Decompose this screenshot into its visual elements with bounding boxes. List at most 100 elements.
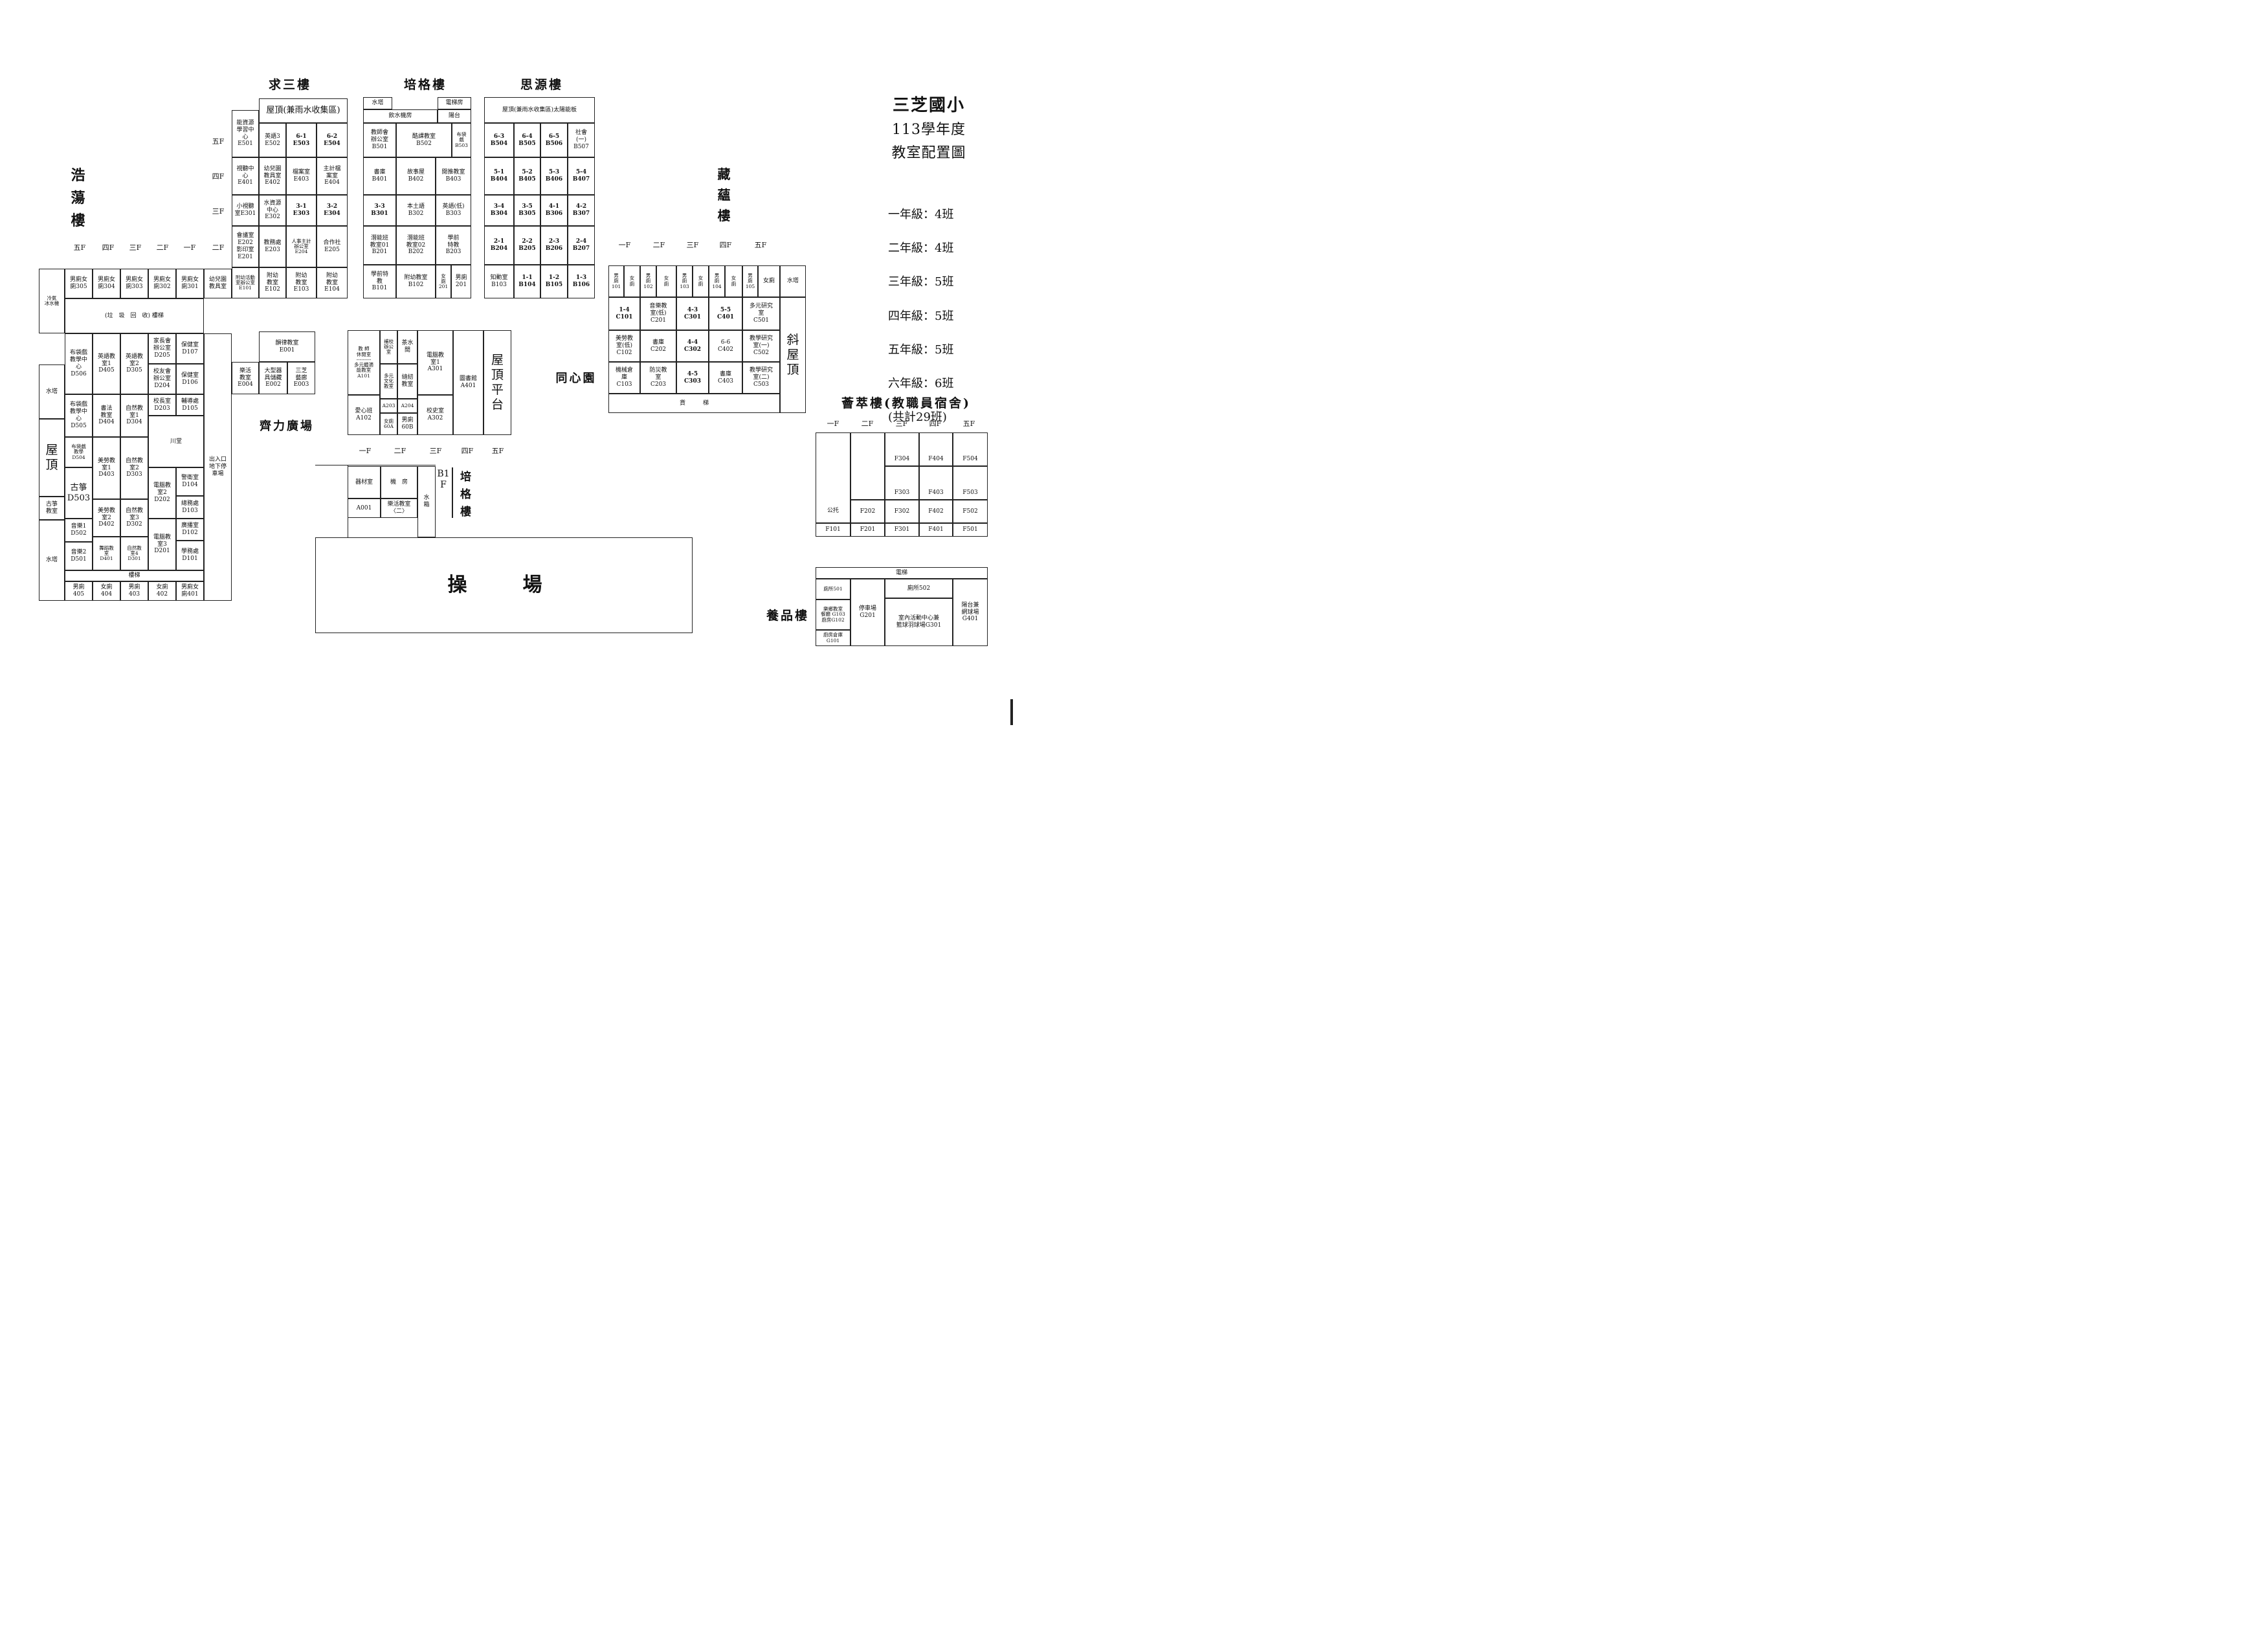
room-f504[interactable]: F504 <box>953 432 988 466</box>
room-d204[interactable]: 校友會 辦公室 D204 <box>148 364 176 394</box>
room-c101[interactable]: 1-4 C101 <box>608 297 640 330</box>
room-c302[interactable]: 4-4 C302 <box>676 330 709 362</box>
room-c203[interactable]: 防災教 室 C203 <box>640 362 676 394</box>
leisure-classroom-2[interactable]: 樂活教室 〈二〉 <box>381 499 417 518</box>
room-c201[interactable]: 音樂教 室(低) C201 <box>640 297 676 330</box>
room-b401[interactable]: 書庫 B401 <box>363 157 396 195</box>
room-d504[interactable]: 布袋戲 教學 D504 <box>65 437 93 467</box>
room-b204[interactable]: 2-1 B204 <box>484 226 514 265</box>
room-c102[interactable]: 美勞教 室(低) C102 <box>608 330 640 362</box>
room-b206[interactable]: 2-3 B206 <box>540 226 568 265</box>
room-e102[interactable]: 附幼 教室 E102 <box>259 267 286 298</box>
multicultural-room[interactable]: 多元 文化 教室 <box>380 364 397 399</box>
room-b404[interactable]: 5-1 B404 <box>484 157 514 195</box>
room-b501[interactable]: 教師會 辦公室 B501 <box>363 123 396 157</box>
room-b502[interactable]: 酷課教室 B502 <box>396 123 452 157</box>
night-school-office[interactable]: 補校 辦公 室 <box>380 330 397 364</box>
room-d104[interactable]: 警衛室 D104 <box>176 467 204 496</box>
room-c503[interactable]: 教學研究 室(二) C503 <box>742 362 780 394</box>
room-b302[interactable]: 本土語 B302 <box>396 195 436 226</box>
room-b307[interactable]: 4-2 B307 <box>568 195 595 226</box>
room-f503[interactable]: F503 <box>953 466 988 500</box>
room-e504[interactable]: 6-2 E504 <box>317 123 348 157</box>
room-e303[interactable]: 3-1 E303 <box>286 195 317 226</box>
room-d403[interactable]: 美勞教 室1 D403 <box>93 437 120 499</box>
equipment-room[interactable]: 器材室 <box>348 466 381 499</box>
room-e001[interactable]: 韻律教室 E001 <box>259 331 315 362</box>
parking-g201[interactable]: 停車場 G201 <box>850 579 885 646</box>
room-d101[interactable]: 學務處 D101 <box>176 541 204 570</box>
room-a204[interactable]: A204 <box>397 399 417 413</box>
room-b405[interactable]: 5-2 B405 <box>514 157 540 195</box>
room-c501[interactable]: 多元研究 室 C501 <box>742 297 780 330</box>
room-b205[interactable]: 2-2 B205 <box>514 226 540 265</box>
room-b306[interactable]: 4-1 B306 <box>540 195 568 226</box>
room-f302[interactable]: F302 <box>885 500 919 523</box>
public-daycare[interactable]: 公托 <box>816 432 850 523</box>
room-b101[interactable]: 學前特 教 B101 <box>363 265 396 298</box>
room-f201[interactable]: F201 <box>850 523 885 537</box>
room-e501[interactable]: 能資源 學習中 心 E501 <box>232 110 259 157</box>
room-e301[interactable]: 小視聽 室E301 <box>232 195 259 226</box>
room-c502[interactable]: 教學研究 室(一) C502 <box>742 330 780 362</box>
room-e101[interactable]: 附幼活動 室辦公室 E101 <box>232 267 259 298</box>
activity-center-g301[interactable]: 室內活動中心兼 籃球羽球場G301 <box>885 598 953 646</box>
room-a401[interactable]: 圖書館 A401 <box>453 330 484 435</box>
room-e502[interactable]: 英語3 E502 <box>259 123 286 157</box>
room-b305[interactable]: 3-5 B305 <box>514 195 540 226</box>
room-e204[interactable]: 人事主計 辦公室 E204 <box>286 226 317 267</box>
room-f404[interactable]: F404 <box>919 432 953 466</box>
room-c103[interactable]: 機械倉 庫 C103 <box>608 362 640 394</box>
room-a102[interactable]: 愛心班 A102 <box>348 395 380 435</box>
room-b304[interactable]: 3-4 B304 <box>484 195 514 226</box>
room-c402[interactable]: 6-6 C402 <box>709 330 742 362</box>
room-d303[interactable]: 自然教 室2 D303 <box>120 437 148 499</box>
room-b105[interactable]: 1-2 B105 <box>540 265 568 298</box>
room-d304[interactable]: 自然教 室1 D304 <box>120 394 148 437</box>
room-c301[interactable]: 4-3 C301 <box>676 297 709 330</box>
room-d301[interactable]: 自然教 室4 D301 <box>120 537 148 570</box>
parking-entrance[interactable]: 出入口 地下停 車場 <box>204 333 232 601</box>
room-b407[interactable]: 5-4 B407 <box>568 157 595 195</box>
room-e503[interactable]: 6-1 E503 <box>286 123 317 157</box>
room-f502[interactable]: F502 <box>953 500 988 523</box>
sewing-room[interactable]: 縫紉 教室 <box>397 364 417 399</box>
room-e003[interactable]: 三芝 藝廊 E003 <box>287 362 315 394</box>
room-d402[interactable]: 美勞教 室2 D402 <box>93 499 120 537</box>
room-a001[interactable]: A001 <box>348 499 381 518</box>
room-f101[interactable]: F101 <box>816 523 850 537</box>
room-d302[interactable]: 自然教 室3 D302 <box>120 499 148 537</box>
room-f403[interactable]: F403 <box>919 466 953 500</box>
room-e402[interactable]: 幼兒園 教具室 E402 <box>259 157 286 195</box>
room-d305[interactable]: 英語教 室2 D305 <box>120 333 148 394</box>
room-c202[interactable]: 書庫 C202 <box>640 330 676 362</box>
room-d202[interactable]: 電腦教 室2 D202 <box>148 467 176 519</box>
room-d106[interactable]: 保健室 D106 <box>176 364 204 394</box>
room-c303[interactable]: 4-5 C303 <box>676 362 709 394</box>
room-e403[interactable]: 檔案室 E403 <box>286 157 317 195</box>
room-b503[interactable]: 布袋 戲 B503 <box>452 123 471 157</box>
room-b403[interactable]: 閱推教室 B403 <box>436 157 471 195</box>
room-f401[interactable]: F401 <box>919 523 953 537</box>
room-b406[interactable]: 5-3 B406 <box>540 157 568 195</box>
room-a101[interactable]: 教 師 休閒室 --------- 多元體適 能教室 A101 <box>348 330 380 395</box>
room-e103[interactable]: 附幼 教室 E103 <box>286 267 317 298</box>
room-b303[interactable]: 英語(低) B303 <box>436 195 471 226</box>
room-b201[interactable]: 潛能班 教室01 B201 <box>363 226 396 265</box>
room-e203[interactable]: 教務處 E203 <box>259 226 286 267</box>
music-dining-kitchen[interactable]: 樂鄉教室 餐廳 G103 廚房G102 <box>816 599 850 630</box>
room-f402[interactable]: F402 <box>919 500 953 523</box>
room-d102[interactable]: 廣播室 D102 <box>176 519 204 541</box>
room-b504[interactable]: 6-3 B504 <box>484 123 514 157</box>
room-d503[interactable]: 古箏 D503 <box>65 467 93 519</box>
room-e304[interactable]: 3-2 E304 <box>317 195 348 226</box>
room-b103[interactable]: 知動室 B103 <box>484 265 514 298</box>
room-f501[interactable]: F501 <box>953 523 988 537</box>
room-e302[interactable]: 水資源 中心 E302 <box>259 195 286 226</box>
room-f304[interactable]: F304 <box>885 432 919 466</box>
d-guzheng-classroom[interactable]: 古箏 教室 <box>39 497 65 520</box>
room-e205[interactable]: 合作社 E205 <box>317 226 348 267</box>
room-d205[interactable]: 家長會 辦公室 D205 <box>148 333 176 364</box>
room-f301[interactable]: F301 <box>885 523 919 537</box>
room-d203[interactable]: 校長室 D203 <box>148 394 176 416</box>
